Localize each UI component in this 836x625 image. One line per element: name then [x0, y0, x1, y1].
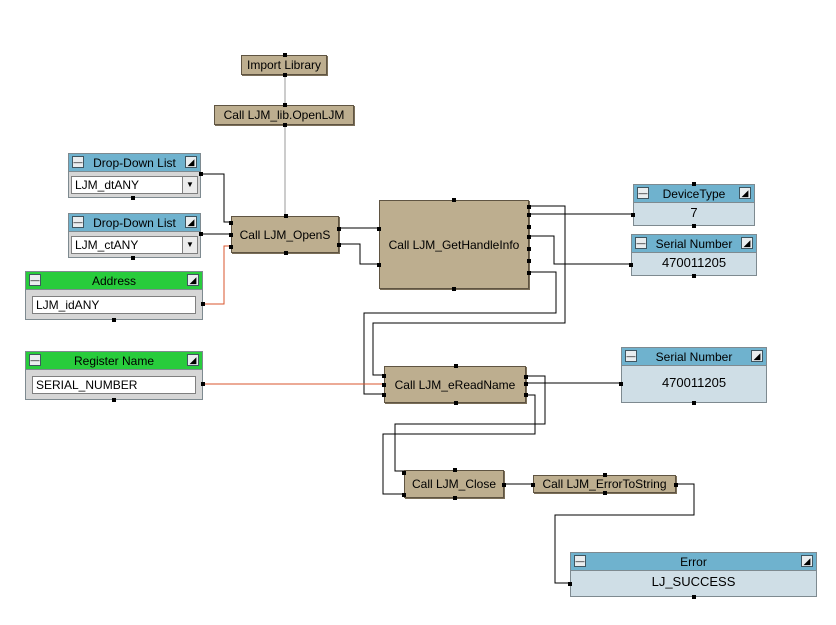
register-name-value: SERIAL_NUMBER	[36, 378, 138, 392]
error-value: LJ_SUCCESS	[651, 574, 736, 589]
serial-number-output-panel-2[interactable]: — Serial Number ◢ 470011205	[619, 347, 767, 405]
devicetype-output-panel[interactable]: — DeviceType ◢ 7	[631, 182, 755, 228]
dropdown-connection-type-titlebar[interactable]: — Drop-Down List ◢	[69, 214, 200, 232]
dropdown-device-type-titlebar[interactable]: — Drop-Down List ◢	[69, 154, 200, 172]
serial-number-2-titlebar[interactable]: — Serial Number ◢	[622, 348, 766, 366]
address-input[interactable]: LJM_idANY	[32, 296, 196, 314]
call-close-label: Call LJM_Close	[411, 477, 497, 491]
maximize-icon[interactable]: ◢	[751, 350, 763, 362]
error-output-panel[interactable]: — Error ◢ LJ_SUCCESS	[568, 552, 817, 599]
call-errortostring-node[interactable]: Call LJM_ErrorToString	[531, 473, 678, 495]
serial-number-1-title: Serial Number	[655, 236, 733, 251]
call-errortostring-label: Call LJM_ErrorToString	[542, 477, 667, 491]
serial-number-1-value: 470011205	[661, 255, 727, 270]
maximize-icon[interactable]: ◢	[187, 354, 199, 366]
wire-dtany-to-opens	[201, 173, 231, 223]
dropdown-device-type-title: Drop-Down List	[93, 155, 176, 170]
error-titlebar[interactable]: — Error ◢	[571, 553, 816, 571]
call-gethandleinfo-node[interactable]: Call LJM_GetHandleInfo	[377, 198, 531, 291]
error-title: Error	[680, 554, 707, 569]
call-openljm-label: Call LJM_lib.OpenLJM	[223, 108, 345, 122]
import-library-label: Import Library	[246, 58, 322, 72]
serial-number-2-value: 470011205	[661, 375, 727, 390]
serial-number-2-title: Serial Number	[655, 349, 733, 364]
maximize-icon[interactable]: ◢	[187, 274, 199, 286]
minimize-icon[interactable]: —	[29, 354, 41, 366]
call-close-node[interactable]: Call LJM_Close	[402, 468, 506, 500]
address-constant-panel[interactable]: — Address ◢ LJM_idANY	[25, 271, 205, 322]
minimize-icon[interactable]: —	[625, 350, 637, 362]
maximize-icon[interactable]: ◢	[185, 216, 197, 228]
call-opens-node[interactable]: Call LJM_OpenS	[229, 214, 341, 255]
call-ereadname-node[interactable]: Call LJM_eReadName	[382, 364, 528, 405]
maximize-icon[interactable]: ◢	[741, 237, 753, 249]
register-name-titlebar[interactable]: — Register Name ◢	[26, 352, 202, 370]
register-name-title: Register Name	[73, 353, 155, 368]
maximize-icon[interactable]: ◢	[801, 555, 813, 567]
minimize-icon[interactable]: —	[72, 156, 84, 168]
wire-address-to-opens	[203, 245, 231, 305]
chevron-down-icon[interactable]: ▼	[182, 237, 197, 253]
chevron-down-icon[interactable]: ▼	[182, 177, 197, 193]
call-openljm-node[interactable]: Call LJM_lib.OpenLJM	[214, 103, 354, 127]
dropdown-connection-type-value: LJM_ctANY	[75, 238, 139, 252]
call-ereadname-label: Call LJM_eReadName	[394, 377, 516, 392]
minimize-icon[interactable]: —	[72, 216, 84, 228]
maximize-icon[interactable]: ◢	[739, 187, 751, 199]
devicetype-title: DeviceType	[662, 186, 726, 201]
minimize-icon[interactable]: —	[574, 555, 586, 567]
minimize-icon[interactable]: —	[29, 274, 41, 286]
devicetype-value: 7	[690, 205, 698, 220]
minimize-icon[interactable]: —	[635, 237, 647, 249]
maximize-icon[interactable]: ◢	[185, 156, 197, 168]
call-gethandleinfo-label: Call LJM_GetHandleInfo	[388, 237, 520, 252]
wire-opens-to-gethandleinfo-2	[339, 243, 379, 265]
address-value: LJM_idANY	[36, 298, 100, 312]
import-library-node[interactable]: Import Library	[241, 53, 327, 77]
serial-number-output-panel-1[interactable]: — Serial Number ◢ 470011205	[629, 234, 757, 278]
dropdown-device-type-panel[interactable]: — Drop-Down List ◢ LJM_dtANY ▼	[68, 153, 203, 200]
dropdown-connection-type-select[interactable]: LJM_ctANY ▼	[71, 236, 198, 254]
dropdown-device-type-value: LJM_dtANY	[75, 178, 140, 192]
dropdown-connection-type-panel[interactable]: — Drop-Down List ◢ LJM_ctANY ▼	[68, 213, 203, 260]
address-title: Address	[91, 273, 137, 288]
dropdown-connection-type-title: Drop-Down List	[93, 215, 176, 230]
wire-gethandleinfo-to-serial1	[528, 235, 631, 265]
address-titlebar[interactable]: — Address ◢	[26, 272, 202, 290]
register-name-input[interactable]: SERIAL_NUMBER	[32, 376, 196, 394]
serial-number-1-titlebar[interactable]: — Serial Number ◢	[632, 235, 756, 253]
register-name-constant-panel[interactable]: — Register Name ◢ SERIAL_NUMBER	[25, 351, 205, 402]
dropdown-device-type-select[interactable]: LJM_dtANY ▼	[71, 176, 198, 194]
minimize-icon[interactable]: —	[637, 187, 649, 199]
call-opens-label: Call LJM_OpenS	[239, 227, 331, 242]
devicetype-titlebar[interactable]: — DeviceType ◢	[634, 185, 754, 203]
